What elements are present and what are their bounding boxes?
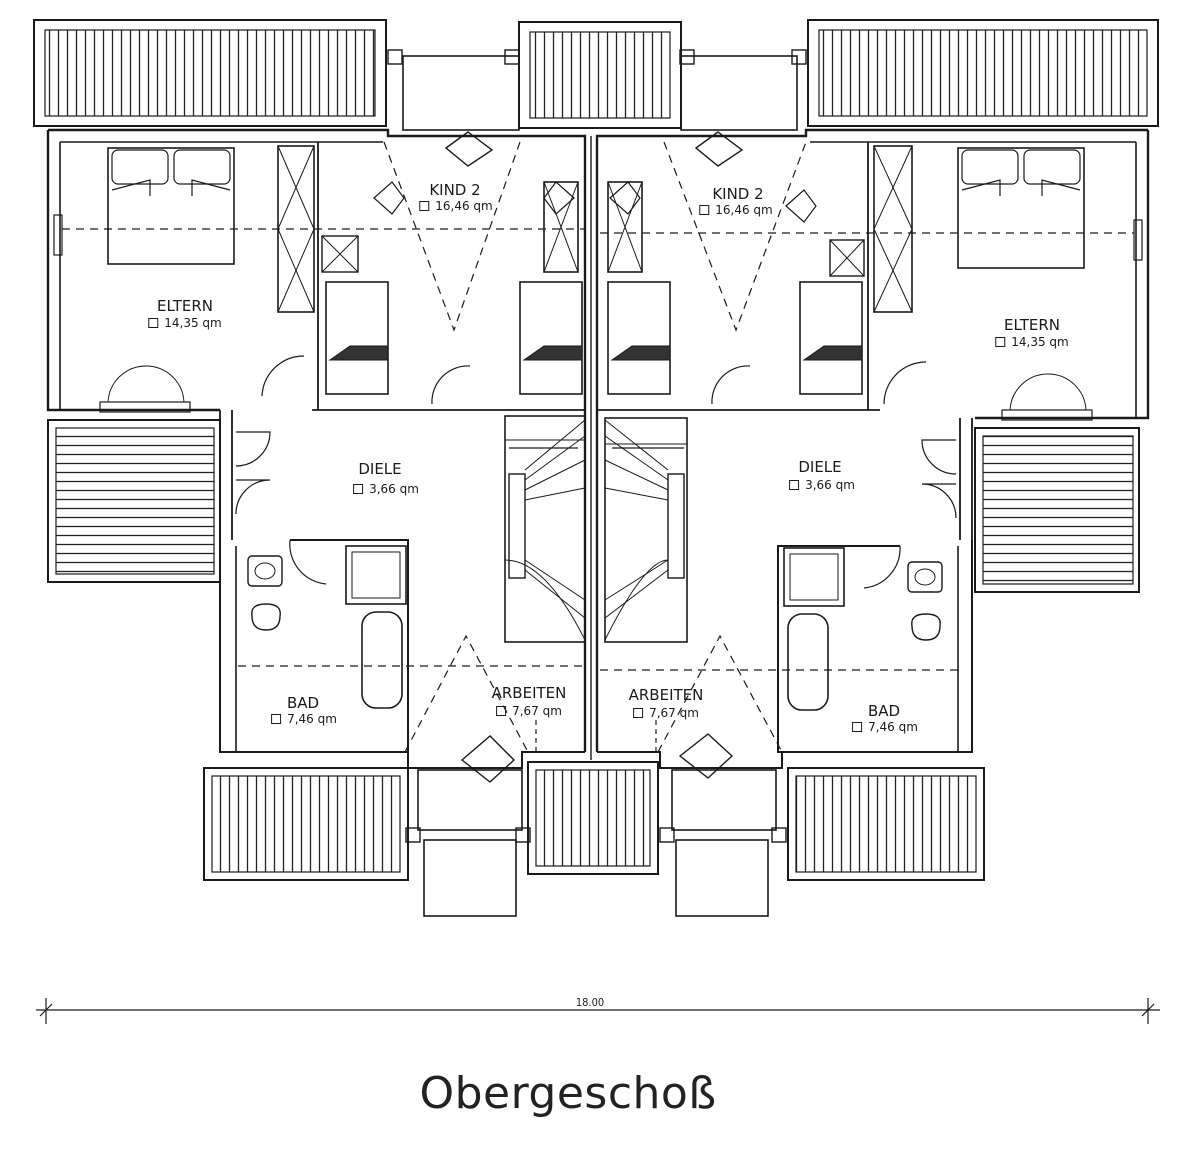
area-square-icon (496, 706, 507, 716)
area-square-icon (633, 708, 644, 718)
room-area-eltern-left: 14,35 qm (148, 316, 222, 330)
area-square-icon (789, 480, 800, 490)
room-area-diele-left: 3,66 qm (353, 482, 419, 496)
balcony-top-left (33, 19, 387, 127)
area-square-icon (852, 722, 863, 732)
balcony-top-right (807, 19, 1159, 127)
room-label-bad-right: BAD (867, 702, 901, 720)
area-square-icon (148, 318, 159, 328)
room-label-bad-left: BAD (286, 694, 320, 712)
room-label-arbeiten-right: ARBEITEN (628, 686, 704, 704)
room-label-eltern-left: ELTERN (156, 297, 214, 315)
room-label-kind-left: KIND 2 (429, 181, 481, 199)
room-label-arbeiten-left: ARBEITEN (491, 684, 567, 702)
dimension-label: 18.00 (575, 996, 605, 1009)
area-square-icon (699, 205, 710, 215)
room-area-kind-left: 16,46 qm (419, 199, 493, 213)
room-area-diele-right: 3,66 qm (789, 478, 855, 492)
room-label-diele-left: DIELE (358, 460, 402, 478)
area-square-icon (995, 337, 1006, 347)
area-square-icon (271, 714, 282, 724)
room-area-eltern-right: 14,35 qm (995, 335, 1069, 349)
balcony-top-center (518, 21, 682, 129)
room-label-diele-right: DIELE (798, 458, 842, 476)
dimension-line (36, 998, 1160, 1024)
room-label-eltern-right: ELTERN (1003, 316, 1061, 334)
room-area-kind-right: 16,46 qm (699, 203, 773, 217)
room-area-arbeiten-right: 7,67 qm (633, 706, 699, 720)
area-square-icon (419, 201, 430, 211)
room-area-bad-left: 7,46 qm (271, 712, 337, 726)
room-label-kind-right: KIND 2 (712, 185, 764, 203)
area-square-icon (353, 484, 364, 494)
plan-title: Obergeschoß (419, 1068, 717, 1119)
room-area-arbeiten-left: 7,67 qm (496, 704, 562, 718)
room-area-bad-right: 7,46 qm (852, 720, 918, 734)
